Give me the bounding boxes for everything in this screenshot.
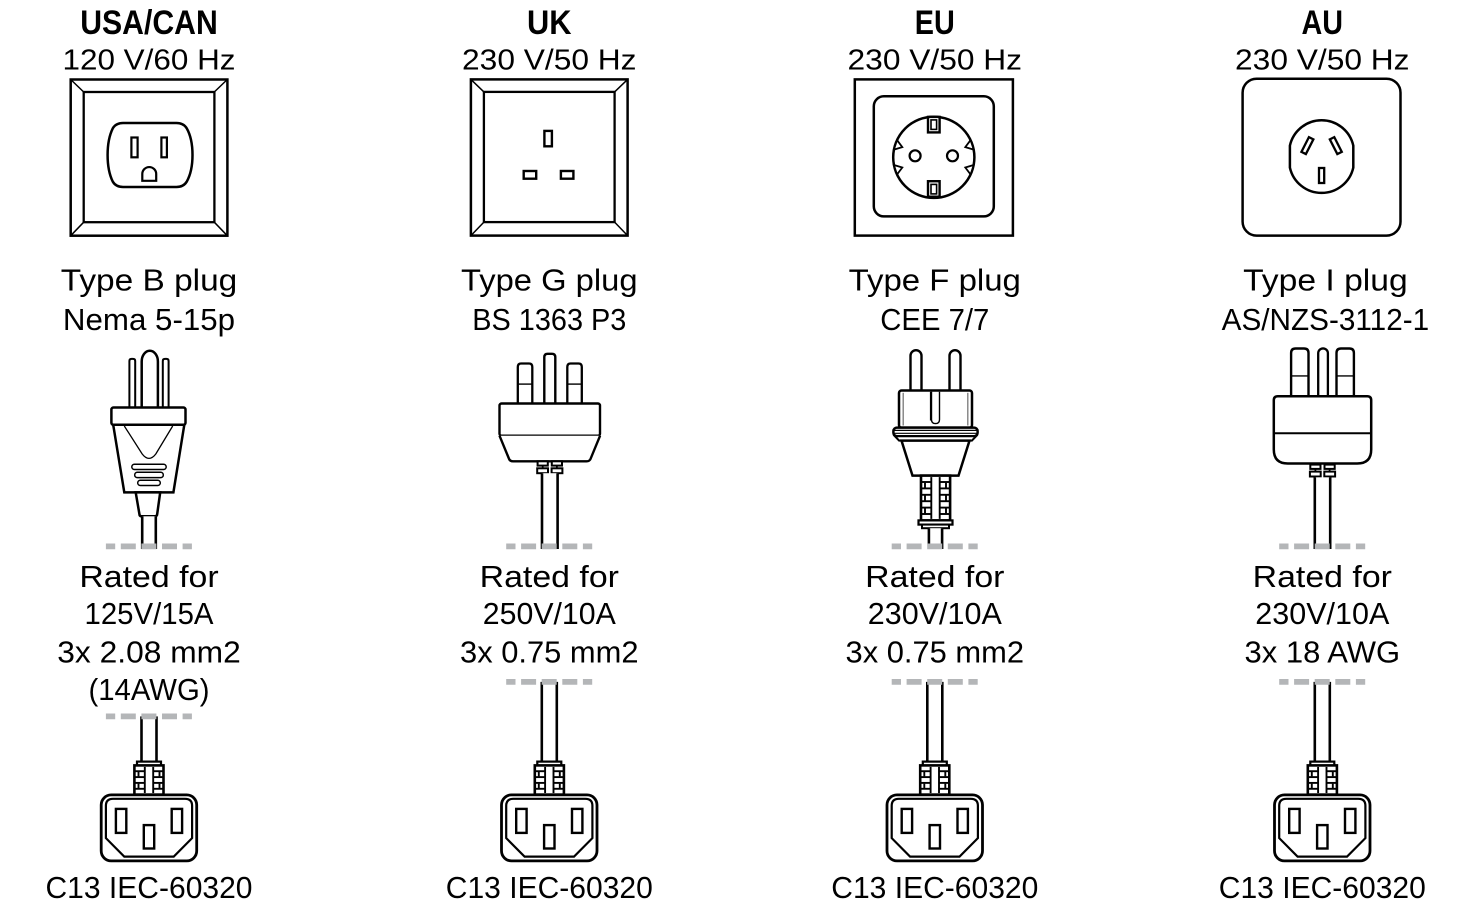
svg-text:Type B plug: Type B plug bbox=[61, 262, 238, 297]
svg-text:Nema 5-15p: Nema 5-15p bbox=[63, 302, 235, 337]
svg-text:USA/CAN: USA/CAN bbox=[80, 4, 218, 42]
svg-text:3x 2.08 mm2: 3x 2.08 mm2 bbox=[57, 635, 241, 670]
svg-text:Rated for: Rated for bbox=[79, 559, 218, 594]
svg-text:230V/10A: 230V/10A bbox=[1255, 596, 1389, 631]
svg-text:C13 IEC-60320: C13 IEC-60320 bbox=[831, 870, 1038, 905]
svg-text:EU: EU bbox=[915, 4, 955, 42]
svg-text:Rated for: Rated for bbox=[865, 559, 1004, 594]
svg-text:AU: AU bbox=[1302, 4, 1344, 42]
svg-text:230 V/50 Hz: 230 V/50 Hz bbox=[462, 45, 637, 77]
svg-text:C13 IEC-60320: C13 IEC-60320 bbox=[46, 870, 253, 905]
svg-text:C13 IEC-60320: C13 IEC-60320 bbox=[446, 870, 653, 905]
svg-text:125V/15A: 125V/15A bbox=[85, 596, 214, 631]
svg-text:UK: UK bbox=[527, 4, 572, 42]
svg-text:250V/10A: 250V/10A bbox=[483, 596, 616, 631]
svg-text:CEE 7/7: CEE 7/7 bbox=[880, 302, 989, 337]
svg-text:230V/10A: 230V/10A bbox=[868, 596, 1002, 631]
svg-text:(14AWG): (14AWG) bbox=[89, 672, 210, 707]
svg-text:BS 1363 P3: BS 1363 P3 bbox=[472, 302, 626, 337]
svg-text:C13 IEC-60320: C13 IEC-60320 bbox=[1219, 870, 1426, 905]
svg-text:Rated for: Rated for bbox=[1253, 559, 1392, 594]
svg-text:230 V/50 Hz: 230 V/50 Hz bbox=[1235, 45, 1410, 77]
svg-text:AS/NZS-3112-1: AS/NZS-3112-1 bbox=[1222, 302, 1430, 337]
svg-text:120 V/60 Hz: 120 V/60 Hz bbox=[63, 45, 236, 77]
svg-text:Type F plug: Type F plug bbox=[849, 262, 1021, 297]
svg-text:230 V/50 Hz: 230 V/50 Hz bbox=[848, 45, 1023, 77]
svg-text:3x 18 AWG: 3x 18 AWG bbox=[1245, 635, 1401, 670]
svg-text:3x 0.75 mm2: 3x 0.75 mm2 bbox=[460, 635, 639, 670]
svg-text:Type I plug: Type I plug bbox=[1243, 262, 1408, 297]
svg-text:Type G plug: Type G plug bbox=[461, 262, 638, 297]
svg-text:Rated for: Rated for bbox=[480, 559, 619, 594]
svg-text:3x 0.75 mm2: 3x 0.75 mm2 bbox=[846, 635, 1025, 670]
